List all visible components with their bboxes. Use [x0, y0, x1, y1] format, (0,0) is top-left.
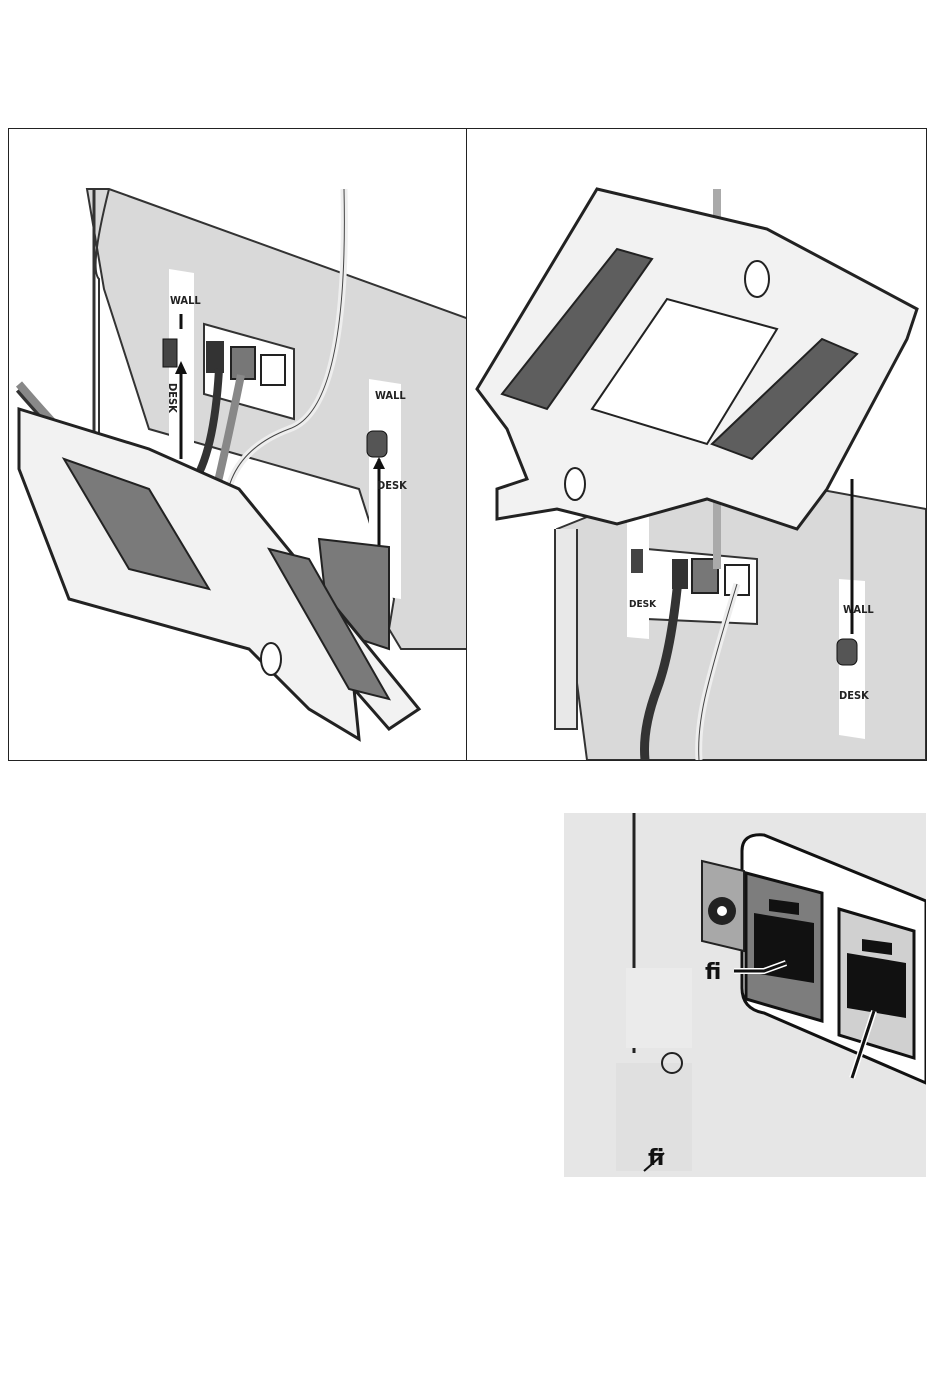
desk-label-right-b: DESK	[839, 689, 869, 702]
wall-label-right-a: WALL	[843, 603, 874, 616]
wall-label-right: WALL	[375, 389, 406, 402]
port-detail-svg	[564, 813, 926, 1177]
illustration-stand-attach-right: DESK WALL DESK	[466, 128, 927, 761]
callout-port-1: ﬁ	[705, 960, 721, 985]
wall-label-left: WALL	[170, 294, 201, 307]
illustration-stand-attach-left: WALL DESK WALL DESK	[8, 128, 467, 761]
phone-stand-right-svg: DESK WALL DESK	[467, 129, 926, 760]
callout-port-2: ﬁ	[648, 1146, 664, 1171]
desk-label-right: DESK	[377, 479, 407, 492]
desk-label-right-a: DESK	[629, 599, 657, 610]
desk-label-left: DESK	[166, 383, 179, 413]
illustration-port-detail: ﬁ ﬁ	[564, 813, 926, 1177]
phone-stand-left-svg: WALL DESK WALL DESK	[9, 129, 466, 760]
